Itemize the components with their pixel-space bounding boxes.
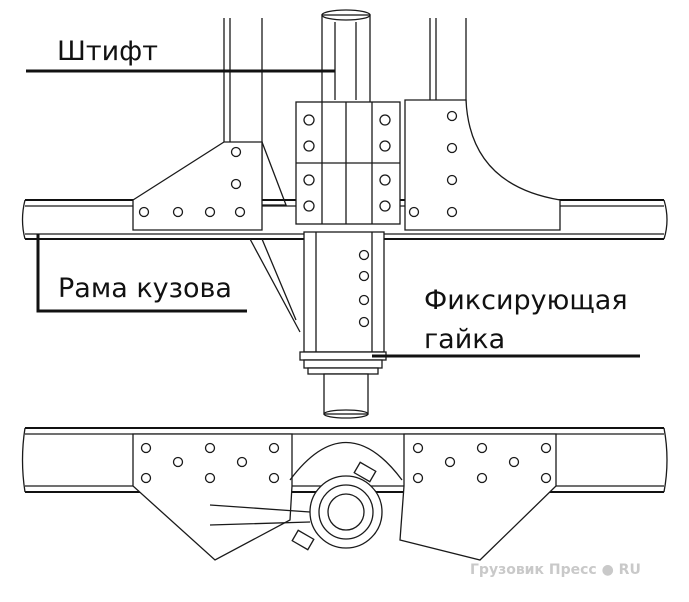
pin-shaft	[321, 9, 371, 106]
bottom-right-plate	[399, 433, 557, 561]
bottom-left-plate	[132, 433, 293, 561]
clamp-block	[295, 101, 401, 225]
right-gusset-plate	[404, 99, 561, 231]
watermark: Грузовик Пресс ● RU	[470, 562, 641, 578]
leader-lines	[26, 69, 640, 358]
watermark-suffix: RU	[618, 562, 641, 578]
bottom-pin-ring	[209, 442, 403, 551]
watermark-text: Грузовик Пресс	[470, 562, 597, 578]
frame-leader	[36, 234, 247, 313]
top-assembly	[21, 9, 668, 419]
body-frame-label: Рама кузова	[58, 273, 232, 304]
bottom-assembly	[21, 427, 668, 561]
left-gusset-plate	[132, 141, 287, 231]
lower-housing	[249, 231, 385, 353]
watermark-dot-icon: ●	[601, 562, 614, 578]
pin-label: Штифт	[57, 36, 158, 67]
pin-lower-end	[323, 373, 369, 419]
lock-nut-label-line1: Фиксирующая	[424, 285, 628, 316]
lock-nut-label-line2: гайка	[424, 324, 506, 355]
